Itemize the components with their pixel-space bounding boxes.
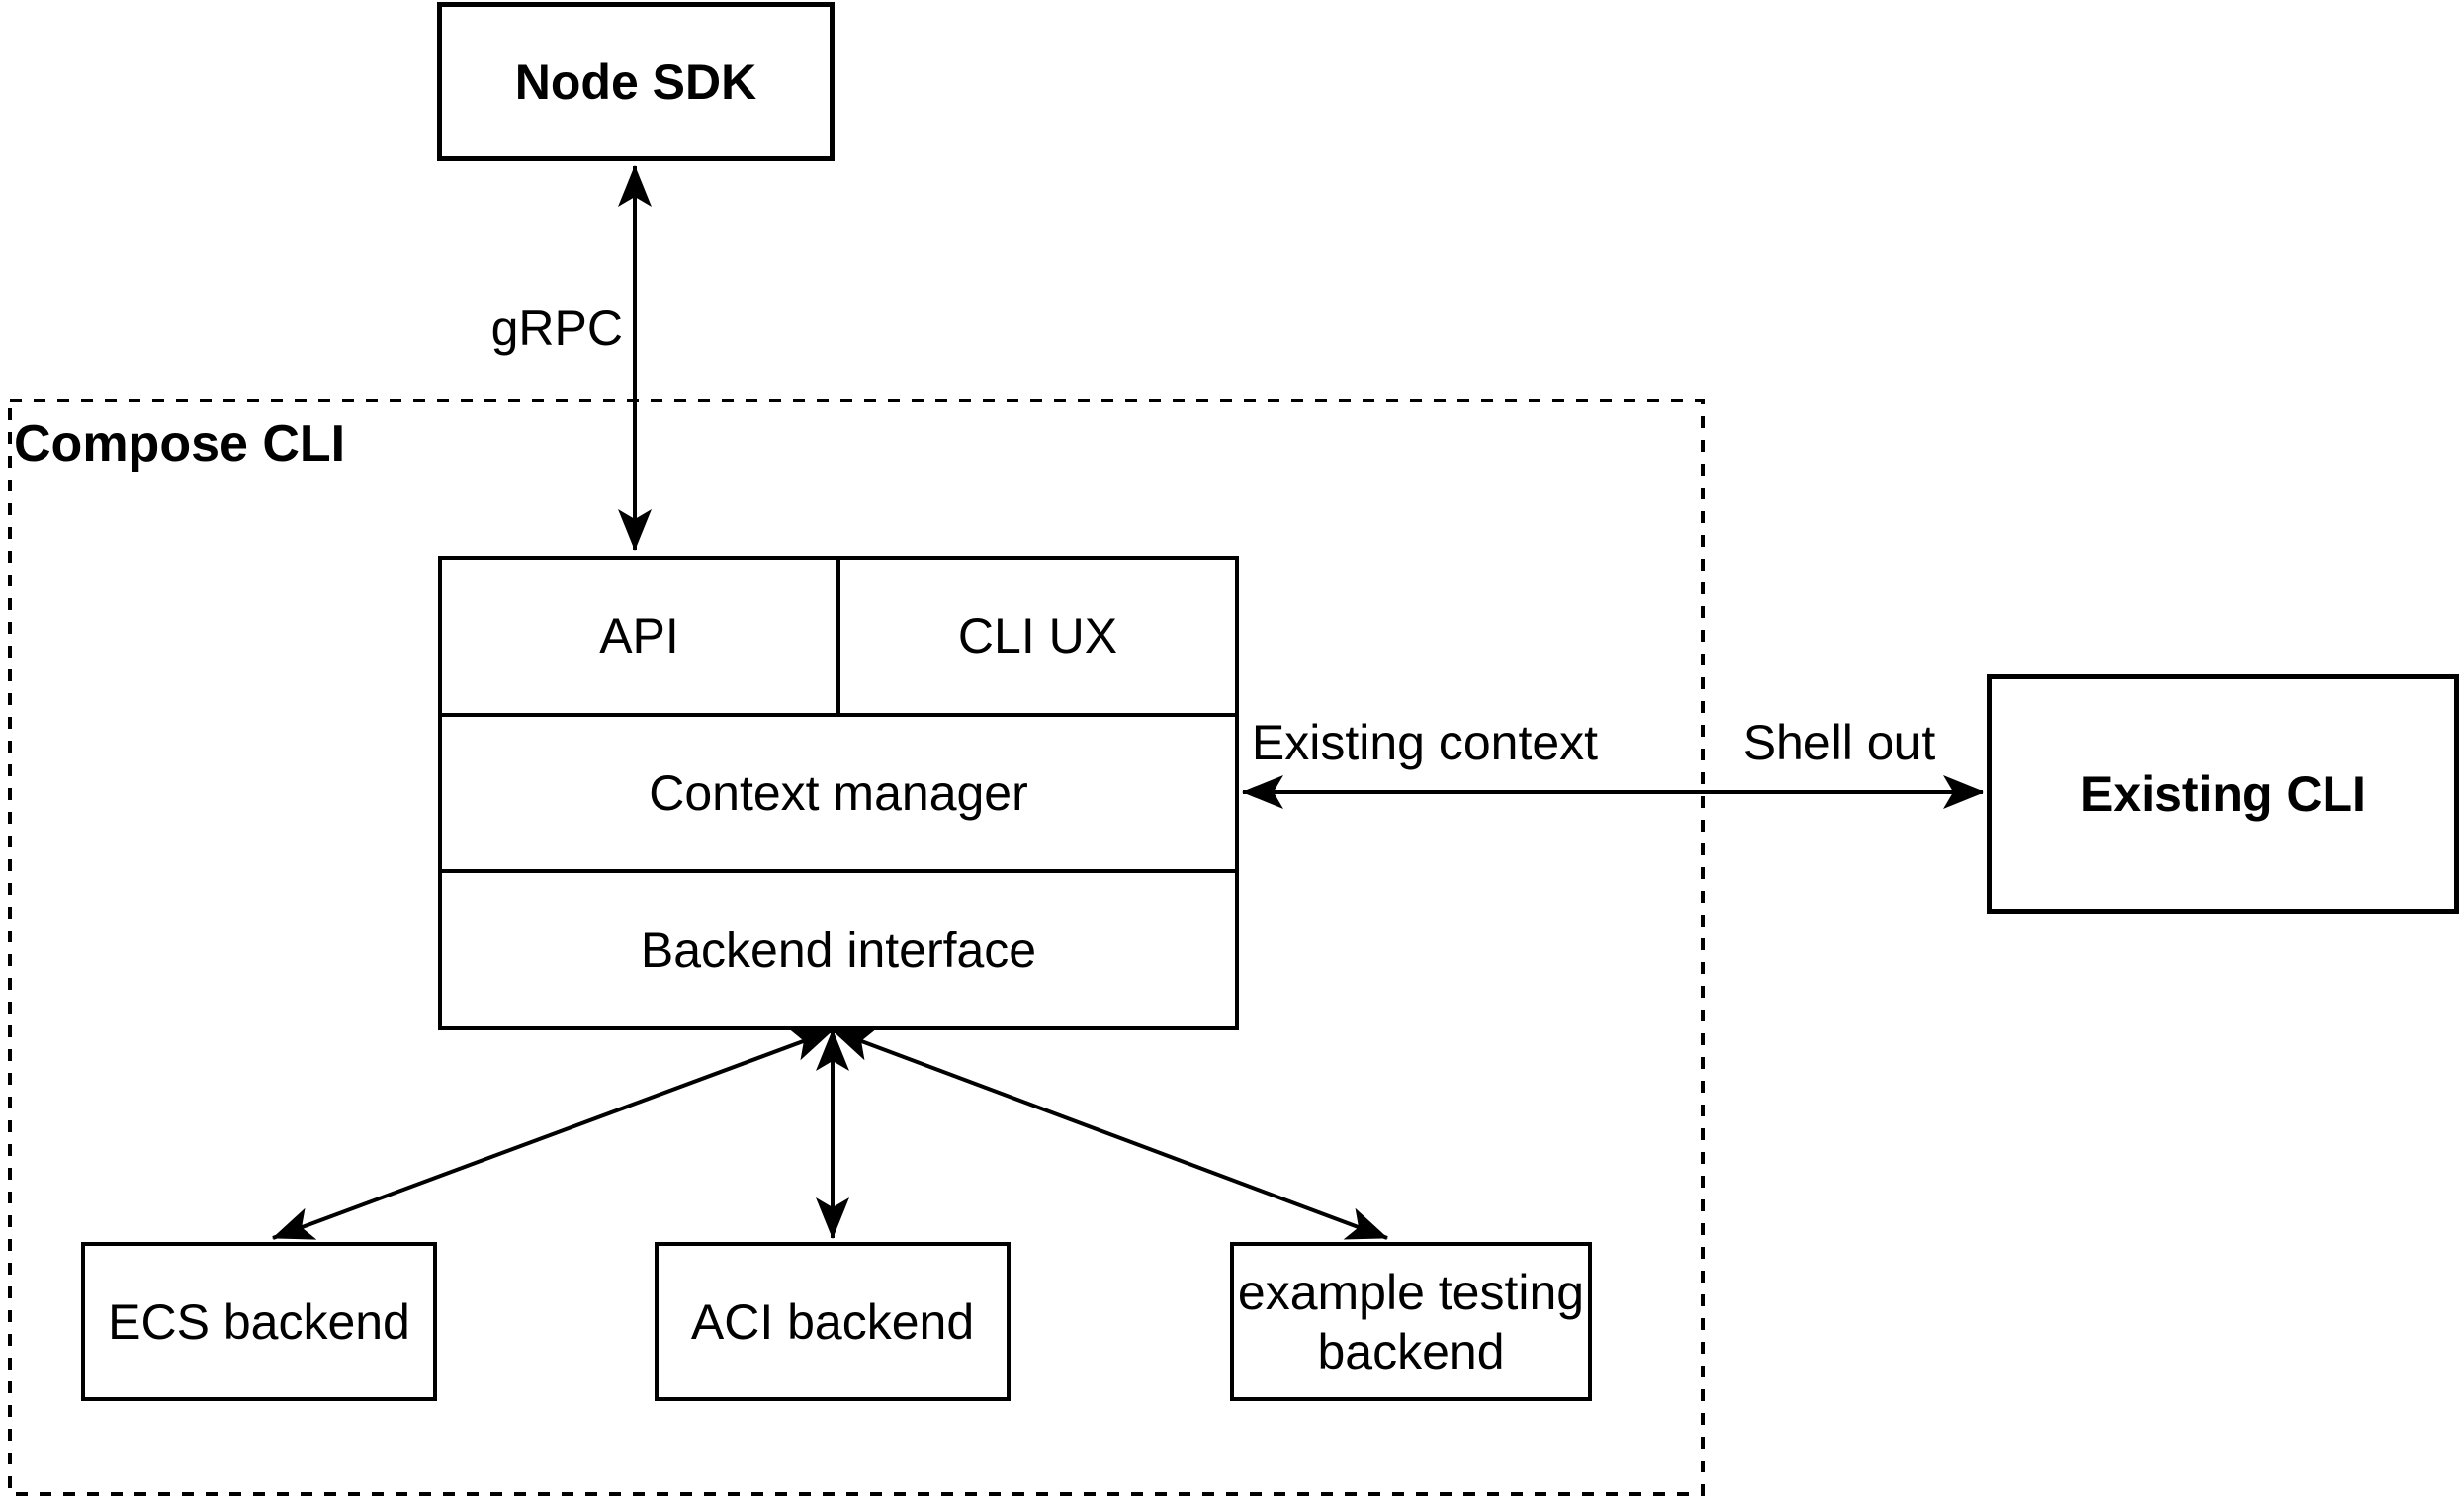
api-cell: API xyxy=(442,560,840,713)
cli-ux-cell: CLI UX xyxy=(840,560,1235,713)
cli-ux-label: CLI UX xyxy=(957,608,1118,665)
example-testing-backend-label: example testing backend xyxy=(1237,1264,1585,1379)
existing-cli-box: Existing CLI xyxy=(1987,674,2459,914)
aci-backend-label: ACI backend xyxy=(690,1293,975,1350)
node-sdk-box: Node SDK xyxy=(437,2,835,161)
grpc-edge-label: gRPC xyxy=(490,301,623,356)
existing-cli-label: Existing CLI xyxy=(2080,766,2366,822)
backend-interface-cell: Backend interface xyxy=(442,873,1235,1026)
ecs-backend-box: ECS backend xyxy=(81,1242,437,1401)
context-manager-label: Context manager xyxy=(649,765,1028,821)
node-sdk-label: Node SDK xyxy=(514,53,757,110)
shell-out-edge-label: Shell out xyxy=(1742,715,1936,770)
context-manager-cell: Context manager xyxy=(442,717,1235,870)
ecs-backend-connector xyxy=(272,1028,834,1240)
context-manager-row: Context manager xyxy=(442,717,1235,874)
example-testing-backend-connector xyxy=(832,1028,1388,1240)
aci-backend-box: ACI backend xyxy=(655,1242,1011,1401)
backend-interface-label: Backend interface xyxy=(640,922,1037,978)
backend-interface-row: Backend interface xyxy=(442,873,1235,1026)
existing-context-edge-label: Existing context xyxy=(1251,715,1599,770)
stack-top-row: API CLI UX xyxy=(442,560,1235,717)
compose-cli-container-label: Compose CLI xyxy=(14,415,346,473)
example-testing-backend-box: example testing backend xyxy=(1230,1242,1592,1401)
api-label: API xyxy=(599,608,679,665)
compose-cli-stack: API CLI UX Context manager Backend inter… xyxy=(438,556,1239,1030)
ecs-backend-label: ECS backend xyxy=(108,1293,410,1350)
